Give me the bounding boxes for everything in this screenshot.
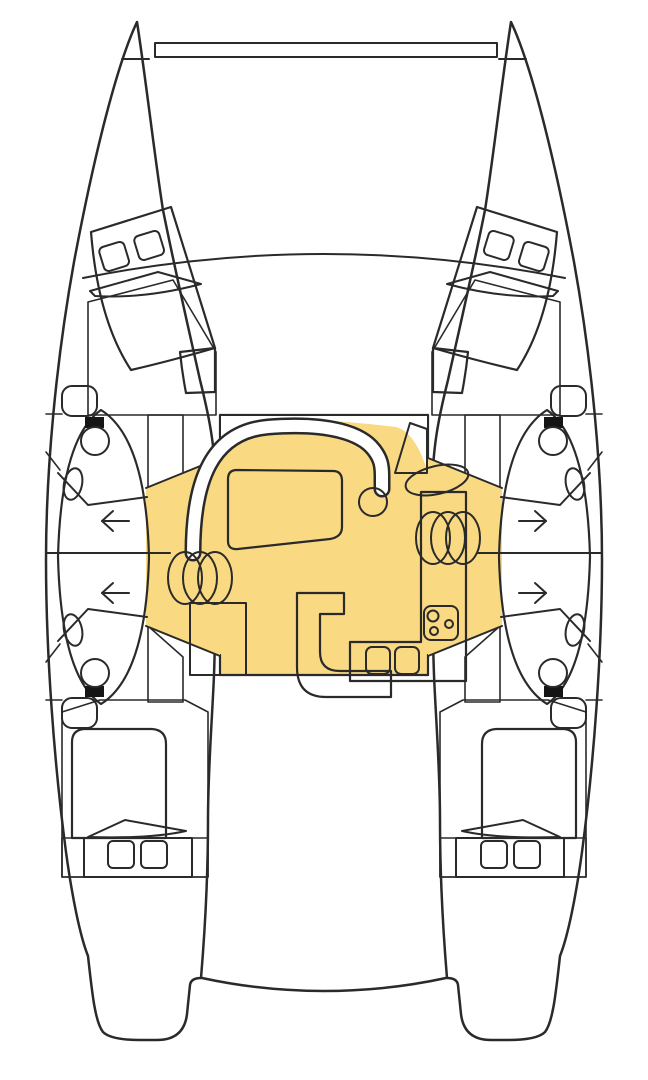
aft-pillow bbox=[87, 819, 187, 839]
head-divider-aft bbox=[57, 608, 148, 642]
port-steps bbox=[167, 551, 233, 605]
stove-burner-3 bbox=[429, 626, 439, 636]
nav-table bbox=[394, 422, 428, 474]
basin-fwd bbox=[62, 467, 84, 501]
settee-end-seat bbox=[358, 487, 388, 517]
galley-sink-2 bbox=[394, 646, 420, 675]
head-divider-fwd bbox=[57, 472, 148, 506]
salon-top-deck bbox=[221, 416, 427, 470]
aft-hatch-1 bbox=[107, 840, 135, 869]
head-bottom-locker bbox=[61, 697, 98, 729]
salon-floor bbox=[220, 415, 428, 675]
forward-pillow bbox=[89, 271, 202, 298]
forward-berth bbox=[89, 205, 217, 372]
aft-side-deck-2 bbox=[191, 837, 209, 878]
galley-sink-1 bbox=[365, 646, 391, 675]
salon-walls bbox=[218, 413, 430, 677]
settee-cushion bbox=[187, 419, 388, 559]
deck-line-1 bbox=[45, 451, 61, 471]
stove-burner-2 bbox=[444, 619, 454, 629]
salon-table bbox=[226, 468, 344, 551]
forward-berth-foot bbox=[178, 346, 217, 395]
forward-hatch-1 bbox=[98, 240, 130, 272]
aft-settee bbox=[295, 591, 393, 699]
stove-burner-1 bbox=[426, 609, 440, 623]
aft-berth-foot bbox=[83, 837, 193, 878]
head-top-locker bbox=[61, 385, 98, 417]
aft-hatch-2 bbox=[140, 840, 168, 869]
wc-cistern-fwd bbox=[85, 417, 104, 428]
wc-cistern-aft bbox=[85, 686, 104, 697]
forward-crossbeam bbox=[154, 42, 498, 58]
wc-bowl-aft bbox=[80, 658, 110, 688]
salon-locker bbox=[189, 602, 247, 676]
mid-floor-strip-aft bbox=[147, 625, 184, 703]
forward-hatch-2 bbox=[133, 229, 165, 261]
stove bbox=[423, 605, 459, 641]
aft-berth bbox=[70, 727, 168, 840]
galley-counter bbox=[348, 490, 468, 683]
wc-bowl-fwd bbox=[80, 426, 110, 456]
aft-side-deck-1 bbox=[61, 837, 85, 878]
transom-line bbox=[200, 976, 448, 993]
deck-line-2 bbox=[45, 643, 61, 663]
coachroof-front-arc bbox=[82, 253, 566, 279]
nav-seat bbox=[404, 463, 470, 497]
access-arrow-aft bbox=[101, 582, 130, 604]
head-compartment bbox=[56, 408, 151, 706]
access-arrow-fwd bbox=[101, 510, 130, 532]
starboard-interior bbox=[426, 57, 604, 879]
forward-cabin-floor bbox=[87, 279, 217, 416]
port-interior bbox=[45, 58, 221, 878]
basin-aft bbox=[62, 613, 84, 647]
